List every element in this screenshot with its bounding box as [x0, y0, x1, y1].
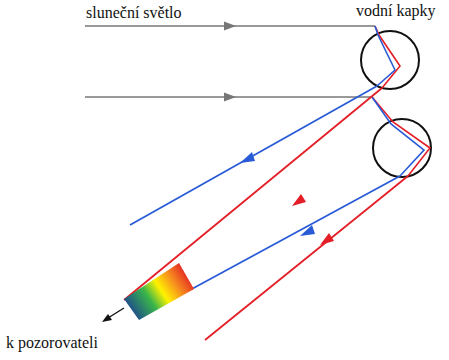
- observer-pointer: [102, 308, 124, 322]
- drop-paths: [372, 26, 430, 176]
- exit-rays: [124, 86, 408, 340]
- text-label: sluneční světlo: [86, 4, 182, 22]
- spectrum-band: [124, 263, 194, 320]
- water-drops: [361, 31, 431, 177]
- sunlight-arrowheads: [224, 22, 236, 102]
- text-label: k pozorovateli: [6, 334, 98, 352]
- exit-arrowheads: [240, 152, 334, 245]
- text-label: vodní kapky: [356, 2, 436, 20]
- sunlight-rays: [85, 26, 375, 97]
